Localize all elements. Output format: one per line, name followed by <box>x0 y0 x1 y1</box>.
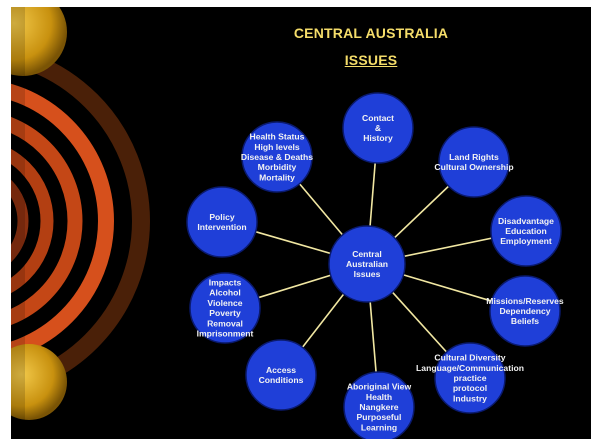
cultural-diversity-label-line: Language/Communication <box>416 363 524 373</box>
contact-history-label-line: History <box>363 133 393 143</box>
health-status-label-line: Mortality <box>259 172 295 182</box>
decoration-arc-4 <box>11 148 54 294</box>
cultural-diversity-circle <box>434 342 506 414</box>
slide-subtitle: ISSUES <box>344 52 398 68</box>
health-status-circle <box>241 121 313 193</box>
aboriginal-view-label-line: Health <box>366 392 392 402</box>
policy-intervention-circle <box>186 186 258 258</box>
aboriginal-view-circle <box>343 371 415 439</box>
decoration-arc-3 <box>11 117 83 325</box>
central-issues-circle <box>328 225 406 303</box>
impacts-label-line: Impacts <box>209 278 242 288</box>
impacts-circle <box>189 272 261 344</box>
impacts-label-line: Alcohol <box>209 288 241 298</box>
concentric-arcs-decoration <box>11 7 150 439</box>
access-conditions-label-line: Conditions <box>259 375 304 385</box>
aboriginal-view-node: Aboriginal ViewHealthNangkerePurposefulL… <box>343 371 415 439</box>
contact-history-label-line: & <box>375 123 381 133</box>
impacts-label-line: Imprisonment <box>197 329 254 339</box>
decoration-gold-circle-top <box>11 7 67 76</box>
aboriginal-view-label-line: Nangkere <box>359 402 398 412</box>
contact-history-node: Contact&History <box>342 92 414 164</box>
impacts-label-line: Violence <box>207 298 242 308</box>
aboriginal-view-label-line: Purposeful <box>357 412 402 422</box>
contact-history-label-line: Contact <box>362 113 394 123</box>
policy-intervention-label-line: Intervention <box>197 222 246 232</box>
cultural-diversity-label-line: Cultural Diversity <box>434 353 505 363</box>
disadvantage-label-line: Employment <box>500 236 552 246</box>
land-rights-label-line: Land Rights <box>449 152 499 162</box>
health-status-label-line: High levels <box>254 142 300 152</box>
impacts-node: ImpactsAlcoholViolencePovertyRemovalImpr… <box>189 272 261 344</box>
issues-spoke-diagram: CentralAustralianIssuesContact&HistoryLa… <box>186 92 564 439</box>
missions-reserves-circle <box>489 275 561 347</box>
central-issues-label-line: Issues <box>354 269 381 279</box>
missions-reserves-label-line: Dependency <box>499 306 550 316</box>
health-status-label-line: Morbidity <box>258 162 297 172</box>
cultural-diversity-label-line: practice <box>454 373 487 383</box>
health-status-label-line: Disease & Deaths <box>241 152 313 162</box>
cultural-diversity-label-line: Industry <box>453 393 487 403</box>
central-issues-label-line: Central <box>352 249 382 259</box>
policy-intervention-label-line: Policy <box>209 212 235 222</box>
decoration-arc-5 <box>11 179 29 263</box>
disadvantage-label-line: Education <box>505 226 547 236</box>
decoration-edge-shade <box>11 7 25 439</box>
access-conditions-label-line: Access <box>266 365 296 375</box>
contact-history-circle <box>342 92 414 164</box>
missions-reserves-label-line: Missions/Reserves <box>486 296 564 306</box>
cultural-diversity-node: Cultural DiversityLanguage/Communication… <box>416 342 524 414</box>
disadvantage-circle <box>490 195 562 267</box>
land-rights-label-line: Cultural Ownership <box>434 162 513 172</box>
aboriginal-view-label-line: Learning <box>361 422 397 432</box>
impacts-label-line: Poverty <box>209 308 241 318</box>
cultural-diversity-label-line: protocol <box>453 383 487 393</box>
missions-reserves-label-line: Beliefs <box>511 316 539 326</box>
node-group: CentralAustralianIssuesContact&HistoryLa… <box>186 92 564 439</box>
central-issues-label-line: Australian <box>346 259 388 269</box>
decoration-gold-circle-bottom <box>11 344 67 420</box>
disadvantage-label-line: Disadvantage <box>498 216 554 226</box>
decoration-arc-2 <box>11 83 114 359</box>
aboriginal-view-label-line: Aboriginal View <box>347 382 412 392</box>
impacts-label-line: Removal <box>207 318 243 328</box>
land-rights-circle <box>438 126 510 198</box>
decoration-arc-outer <box>11 46 150 396</box>
health-status-label-line: Health Status <box>250 132 305 142</box>
access-conditions-circle <box>245 339 317 411</box>
slide-title: CENTRAL AUSTRALIA <box>293 25 449 41</box>
